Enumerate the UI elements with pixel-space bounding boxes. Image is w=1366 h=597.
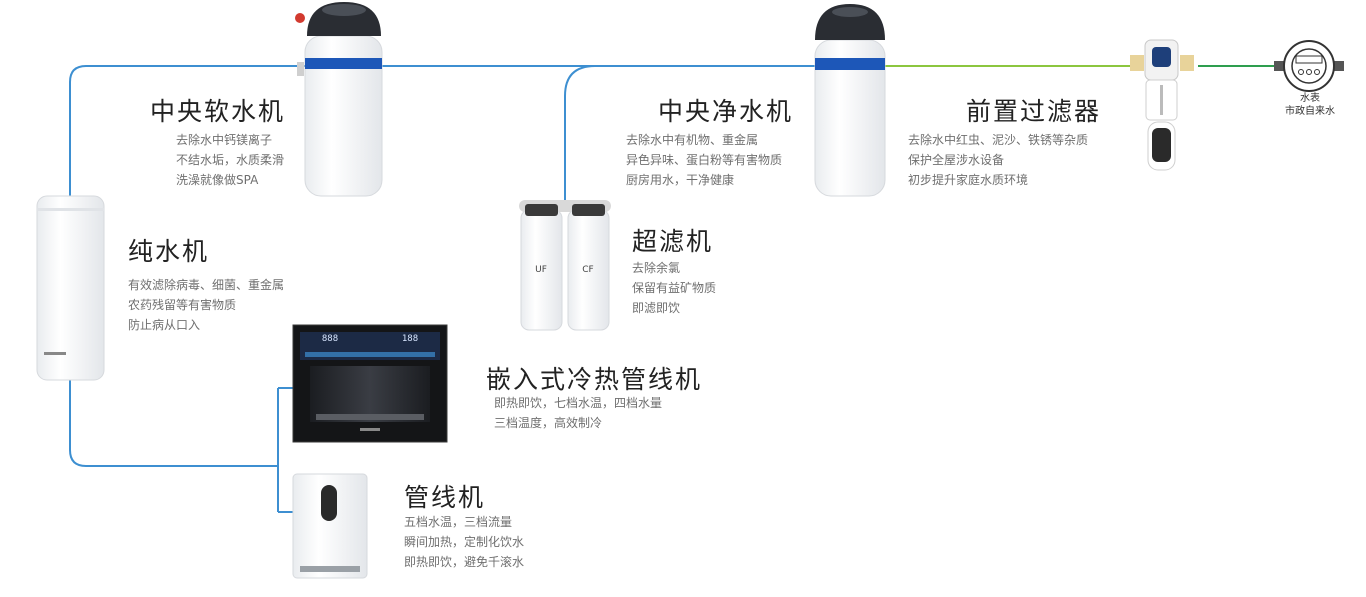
- pipeline-description: 五档水温，三档流量 瞬间加热，定制化饮水 即热即饮，避免千滚水: [404, 512, 524, 572]
- water-meter-line1: 水表: [1300, 93, 1320, 104]
- water-meter-icon: [1274, 40, 1344, 92]
- pipe-softener-to-ro: [69, 65, 305, 198]
- ro-line: 防止病从口入: [128, 318, 201, 332]
- embedded-dispenser-device-icon: [292, 324, 448, 443]
- ro-description: 有效滤除病毒、细菌、重金属 农药残留等有害物质 防止病从口入: [128, 275, 284, 335]
- prefilter-title: 前置过滤器: [966, 97, 1102, 126]
- ro-line: 农药残留等有害物质: [128, 298, 237, 312]
- central-purifier-device-icon: [814, 4, 886, 197]
- embedded-description: 即热即饮，七档水温，四档水量 三档温度，高效制冷: [494, 393, 662, 433]
- embedded-title: 嵌入式冷热管线机: [486, 365, 703, 394]
- embedded-display-right: 188: [402, 334, 418, 344]
- ro-title: 纯水机: [128, 237, 210, 266]
- water-meter-line2: 市政自来水: [1285, 106, 1335, 117]
- pipe-ro-to-outlets: [69, 380, 278, 467]
- embedded-line: 三档温度，高效制冷: [494, 416, 603, 430]
- purifier-line: 厨房用水，干净健康: [626, 173, 735, 187]
- uf-line: 即滤即饮: [632, 301, 681, 315]
- prefilter-device-icon: [1130, 39, 1194, 171]
- ro-line: 有效滤除病毒、细菌、重金属: [128, 278, 285, 292]
- prefilter-line: 初步提升家庭水质环境: [908, 173, 1029, 187]
- purifier-line: 异色异味、蛋白粉等有害物质: [626, 153, 783, 167]
- pipeline-line: 即热即饮，避免千滚水: [404, 555, 525, 569]
- prefilter-description: 去除水中红虫、泥沙、铁锈等杂质 保护全屋涉水设备 初步提升家庭水质环境: [908, 130, 1088, 190]
- softener-line: 洗澡就像做SPA: [176, 173, 259, 187]
- softener-title: 中央软水机: [150, 97, 286, 126]
- prefilter-line: 保护全屋涉水设备: [908, 153, 1005, 167]
- pipe-network: [69, 65, 1276, 513]
- uf-cartridge-2-label: CF: [582, 265, 593, 275]
- pipe-to-uf: [564, 65, 596, 200]
- water-meter-label: 水表 市政自来水: [1270, 92, 1350, 118]
- uf-line: 保留有益矿物质: [632, 281, 717, 295]
- purifier-title: 中央净水机: [658, 97, 794, 126]
- uf-line: 去除余氯: [632, 261, 681, 275]
- pipeline-dispenser-device-icon: [292, 473, 368, 579]
- ro-purifier-device-icon: [36, 195, 105, 381]
- prefilter-line: 去除水中红虫、泥沙、铁锈等杂质: [908, 133, 1089, 147]
- softener-line: 去除水中钙镁离子: [176, 133, 273, 147]
- uf-filter-device-icon: [519, 200, 611, 331]
- embedded-display-left: 888: [322, 334, 338, 344]
- uf-description: 去除余氯 保留有益矿物质 即滤即饮: [632, 258, 716, 318]
- pipeline-line: 五档水温，三档流量: [404, 515, 513, 529]
- uf-title: 超滤机: [632, 227, 714, 256]
- uf-cartridge-1-label: UF: [535, 265, 547, 275]
- softener-description: 去除水中钙镁离子 不结水垢，水质柔滑 洗澡就像做SPA: [176, 130, 284, 190]
- purifier-line: 去除水中有机物、重金属: [626, 133, 759, 147]
- purifier-description: 去除水中有机物、重金属 异色异味、蛋白粉等有害物质 厨房用水，干净健康: [626, 130, 782, 190]
- central-softener-device-icon: [295, 2, 383, 197]
- pipeline-line: 瞬间加热，定制化饮水: [404, 535, 525, 549]
- softener-line: 不结水垢，水质柔滑: [176, 153, 285, 167]
- embedded-line: 即热即饮，七档水温，四档水量: [494, 396, 663, 410]
- pipeline-title: 管线机: [404, 483, 486, 512]
